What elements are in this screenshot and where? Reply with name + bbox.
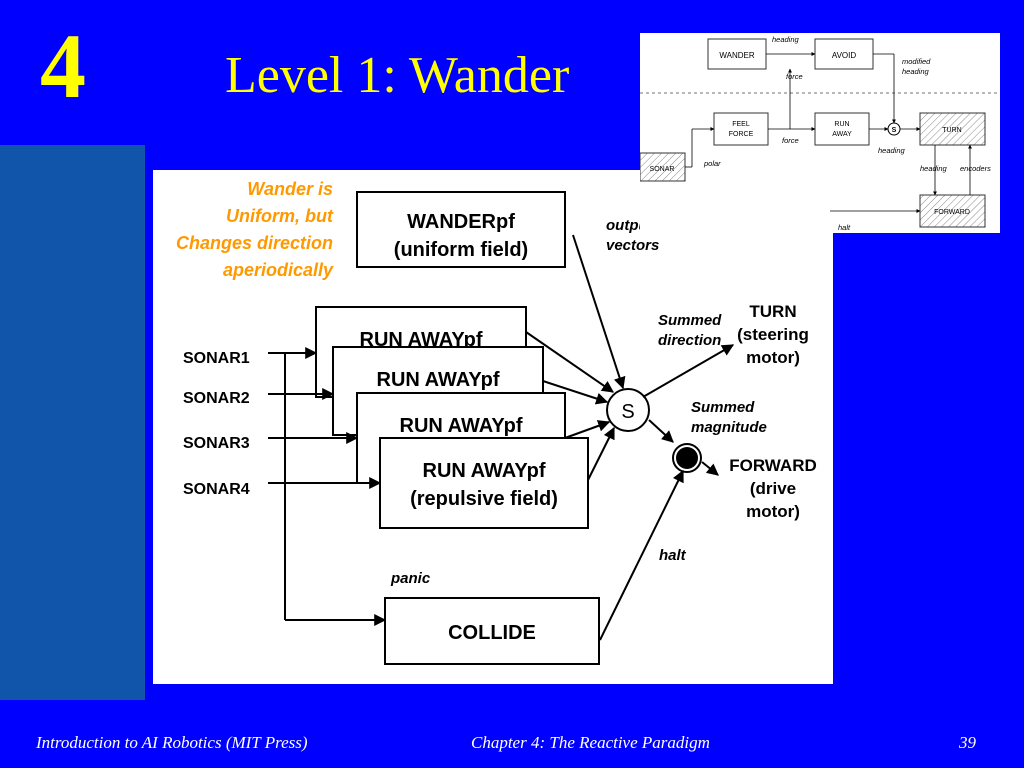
inset-encoders-label: encoders [960, 164, 991, 173]
inset-diagram-panel: WANDER AVOID FEEL FORCE RUN AWAY S TURN … [639, 33, 1000, 233]
slide-title: Level 1: Wander [225, 47, 570, 104]
summed-magnitude-label-2: magnitude [691, 419, 767, 436]
footer-left: Introduction to AI Robotics (MIT Press) [36, 733, 308, 752]
inset-sum-label: S [892, 127, 897, 134]
output-vectors-label-2: vectors [606, 237, 659, 254]
note-line-4: aperiodically [223, 260, 334, 280]
inset-wander-box [707, 38, 767, 70]
sonar4-label: SONAR4 [183, 481, 250, 498]
sum-node-label: S [621, 401, 634, 423]
inset-force-label-1: force [786, 72, 803, 81]
halt-label: halt [659, 547, 687, 564]
inset-diagram: WANDER AVOID FEEL FORCE RUN AWAY S TURN … [639, 35, 1000, 232]
main-diagram: Wander is Uniform, but Changes direction… [176, 179, 817, 665]
note-line-1: Wander is [247, 179, 333, 199]
main-diagram-panel: Wander is Uniform, but Changes direction… [153, 170, 833, 684]
runaway-box-4-subtitle: (repulsive field) [410, 488, 558, 510]
forward-label-3: motor) [746, 502, 800, 521]
inset-turn-box [919, 112, 986, 146]
summed-magnitude-label-1: Summed [691, 399, 755, 416]
halt-junction-dot [676, 447, 698, 469]
summed-direction-label-1: Summed [658, 312, 722, 329]
inset-heading-label: heading [772, 35, 800, 44]
inset-force-label-2: force [782, 136, 799, 145]
inset-modified-label-2: heading [902, 67, 930, 76]
inset-forward-label: FORWARD [934, 209, 970, 216]
runaway-box-2-label: RUN AWAYpf [377, 369, 500, 391]
side-bar [0, 145, 145, 700]
note-line-2: Uniform, but [226, 206, 334, 226]
inset-heading2-label: heading [878, 146, 906, 155]
inset-polar-label: polar [703, 159, 721, 168]
slide-number: 4 [40, 15, 86, 117]
runaway-box-4 [379, 437, 589, 529]
forward-label-2: (drive [750, 479, 796, 498]
inset-turn-label: TURN [942, 127, 961, 134]
inset-heading3-label: heading [920, 164, 948, 173]
turn-label-2: (steering [737, 325, 809, 344]
sonar3-label: SONAR3 [183, 435, 250, 452]
inset-run-label-1: RUN [834, 121, 849, 128]
inset-run-away-box [814, 112, 870, 146]
collide-box-label: COLLIDE [448, 622, 536, 644]
summed-direction-label-2: direction [658, 332, 721, 349]
collide-box [384, 597, 600, 665]
sonar1-label: SONAR1 [183, 350, 250, 367]
wander-box-subtitle: (uniform field) [394, 239, 528, 261]
inset-feel-force-box [713, 112, 769, 146]
footer-page-number: 39 [959, 733, 976, 752]
inset-sonar-label: SONAR [650, 166, 675, 173]
inset-wander-label: WANDER [719, 51, 754, 60]
sonar2-label: SONAR2 [183, 390, 250, 407]
footer-center: Chapter 4: The Reactive Paradigm [471, 733, 710, 752]
inset-avoid-box [814, 38, 874, 70]
inset-halt-label: halt [838, 223, 851, 232]
panic-label: panic [390, 570, 431, 587]
inset-modified-label-1: modified [902, 57, 931, 66]
runaway-box-3-label: RUN AWAYpf [400, 415, 523, 437]
wander-box-title: WANDERpf [407, 211, 515, 233]
forward-label-1: FORWARD [729, 456, 817, 475]
turn-label-1: TURN [749, 302, 796, 321]
inset-run-label-2: AWAY [832, 131, 852, 138]
wander-box [356, 191, 566, 268]
runaway-box-4-title: RUN AWAYpf [423, 460, 546, 482]
note-line-3: Changes direction [176, 233, 333, 253]
inset-feel-label-1: FEEL [732, 121, 750, 128]
sum-node [606, 388, 650, 432]
inset-feel-label-2: FORCE [729, 131, 754, 138]
turn-label-3: motor) [746, 348, 800, 367]
runaway-box-1-label: RUN AWAYpf [360, 329, 483, 351]
inset-avoid-label: AVOID [832, 51, 857, 60]
